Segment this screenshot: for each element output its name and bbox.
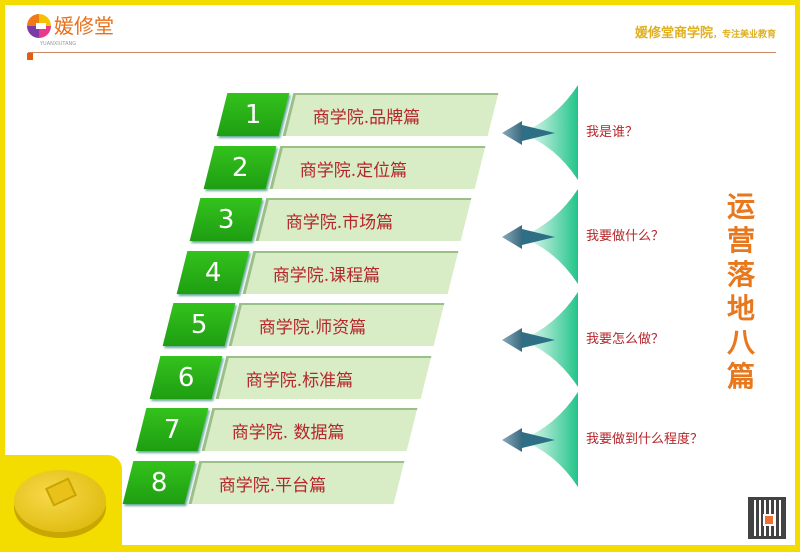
arrow-fan-icon bbox=[500, 292, 580, 387]
question-text: 我要怎么做？ bbox=[586, 332, 665, 347]
chapter-label-text: 商学院.定位篇 bbox=[299, 160, 407, 181]
chapter-number: 6 bbox=[149, 355, 222, 399]
chapter-number: 2 bbox=[203, 145, 276, 189]
chapter-number: 5 bbox=[162, 303, 236, 346]
chapter-label-text: 商学院.师资篇 bbox=[258, 318, 367, 338]
arrow-fan-icon bbox=[500, 189, 580, 284]
divider-marker bbox=[27, 53, 33, 60]
qr-code-icon bbox=[748, 497, 786, 539]
chapter-number-text: 1 bbox=[244, 99, 262, 130]
question-text: 我要做什么？ bbox=[586, 229, 665, 244]
side-title: 运营落地八篇 bbox=[726, 190, 755, 393]
chapter-label: 商学院.课程篇 bbox=[242, 250, 458, 294]
question-text: 我要做到什么程度？ bbox=[586, 432, 704, 447]
chapter-number-text: 8 bbox=[150, 467, 167, 497]
chapter-number: 1 bbox=[216, 93, 290, 136]
chapter-number: 4 bbox=[176, 250, 249, 294]
chapter-number-text: 2 bbox=[231, 152, 248, 182]
chapter-label: 商学院.市场篇 bbox=[255, 198, 472, 241]
chapter-number-text: 6 bbox=[177, 362, 194, 392]
coin-logo-icon bbox=[14, 470, 106, 532]
chapter-label: 商学院.师资篇 bbox=[228, 303, 445, 346]
chapter-label-text: 商学院.品牌篇 bbox=[312, 108, 421, 128]
chapter-number-text: 7 bbox=[163, 414, 181, 445]
arrow-fan-icon bbox=[500, 392, 580, 487]
chapter-number-text: 4 bbox=[204, 257, 221, 287]
arrow-fan-icon bbox=[500, 85, 580, 180]
chapter-label: 商学院.标准篇 bbox=[215, 355, 431, 399]
chapter-label-text: 商学院. 数据篇 bbox=[231, 423, 345, 443]
chapter-label: 商学院.定位篇 bbox=[269, 145, 485, 189]
slogan-sub: ，专注美业教育 bbox=[712, 30, 776, 40]
chapter-label-text: 商学院.平台篇 bbox=[218, 475, 326, 496]
logo-text: 媛修堂 bbox=[54, 14, 114, 38]
chapter-label: 商学院.品牌篇 bbox=[282, 93, 499, 136]
question-text: 我是谁？ bbox=[586, 125, 639, 140]
chapter-number-text: 5 bbox=[190, 309, 208, 340]
chapter-label: 商学院.平台篇 bbox=[188, 460, 404, 504]
chapter-label: 商学院. 数据篇 bbox=[201, 408, 418, 451]
chapter-number-text: 3 bbox=[217, 204, 235, 235]
brand-logo: 媛修堂 bbox=[27, 14, 114, 38]
logo-subtext: YUANXIUTANG bbox=[40, 41, 77, 47]
logo-mark-icon bbox=[27, 14, 51, 38]
chapter-number: 7 bbox=[135, 408, 209, 451]
chapter-number: 3 bbox=[189, 198, 263, 241]
chapter-label-text: 商学院.标准篇 bbox=[245, 370, 353, 391]
slogan-main: 媛修堂商学院 bbox=[634, 26, 713, 41]
header-divider bbox=[28, 52, 776, 53]
chapter-number: 8 bbox=[122, 460, 195, 504]
slogan: 媛修堂商学院，专注美业教育 bbox=[635, 26, 776, 43]
chapter-label-text: 商学院.课程篇 bbox=[272, 265, 380, 286]
chapter-label-text: 商学院.市场篇 bbox=[285, 213, 394, 233]
